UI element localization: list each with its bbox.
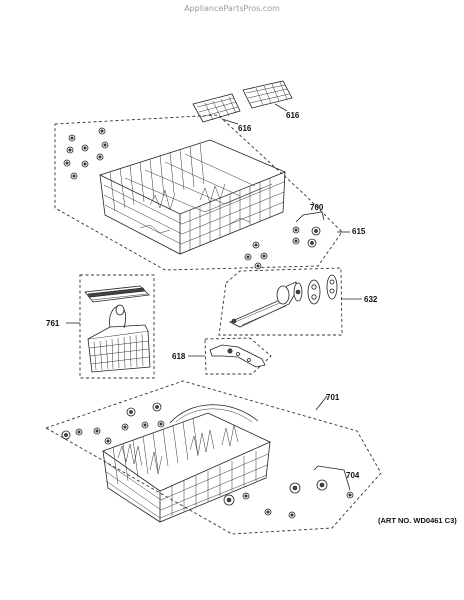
leader-700: [295, 211, 325, 223]
basket-cover[interactable]: [84, 285, 150, 303]
upper-rack-wheels[interactable]: [63, 127, 109, 180]
lower-rack-front-wheels[interactable]: [223, 479, 354, 519]
spray-arm-bracket[interactable]: [209, 344, 266, 368]
callout-700: 700: [310, 203, 324, 212]
tine-pad-right[interactable]: [242, 80, 293, 109]
spray-arm-mount-parts[interactable]: [293, 274, 338, 305]
rack-adjuster-parts[interactable]: [244, 226, 321, 270]
upper-rack-group-outline: [54, 114, 343, 271]
bracket-group-outline: [204, 337, 272, 375]
tine-pad-left[interactable]: [192, 93, 241, 123]
callout-615: 615: [352, 227, 366, 236]
callout-616-left: 616: [238, 124, 252, 133]
callout-701: 701: [326, 393, 340, 402]
art-number: (ART NO. WD0461 C3): [378, 516, 457, 525]
silverware-basket[interactable]: [87, 304, 151, 373]
lower-rack[interactable]: [102, 404, 271, 523]
watermark-text: AppliancePartsPros.com: [184, 4, 280, 13]
callout-616-right: 616: [286, 111, 300, 120]
callout-761: 761: [46, 319, 60, 328]
mid-spray-arm[interactable]: [229, 281, 297, 328]
leader-616-left: [221, 118, 239, 125]
lower-rack-wheels[interactable]: [61, 402, 165, 445]
leader-701: [315, 395, 328, 411]
leader-704: [313, 465, 351, 491]
callout-704: 704: [346, 471, 360, 480]
upper-rack[interactable]: [98, 139, 287, 255]
callout-632: 632: [364, 295, 378, 304]
callout-618: 618: [172, 352, 186, 361]
silverware-basket-outline: [79, 274, 155, 379]
leader-616-right: [274, 103, 288, 112]
lower-rack-group-outline: [44, 380, 382, 535]
